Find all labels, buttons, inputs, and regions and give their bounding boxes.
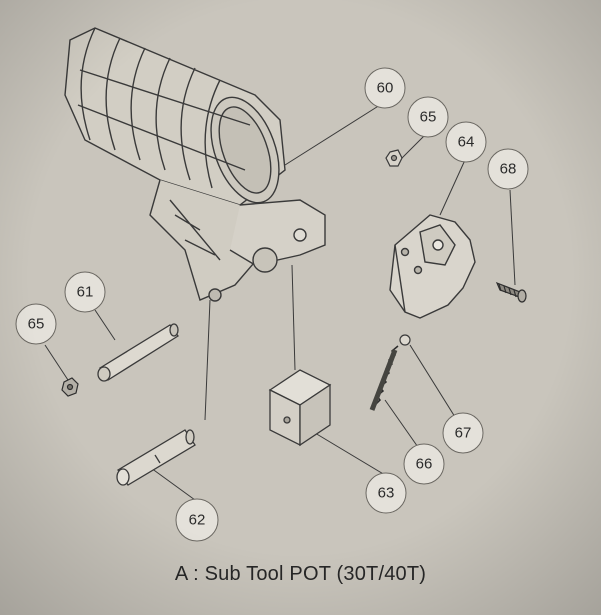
diagram-caption: A : Sub Tool POT (30T/40T) bbox=[174, 563, 427, 585]
